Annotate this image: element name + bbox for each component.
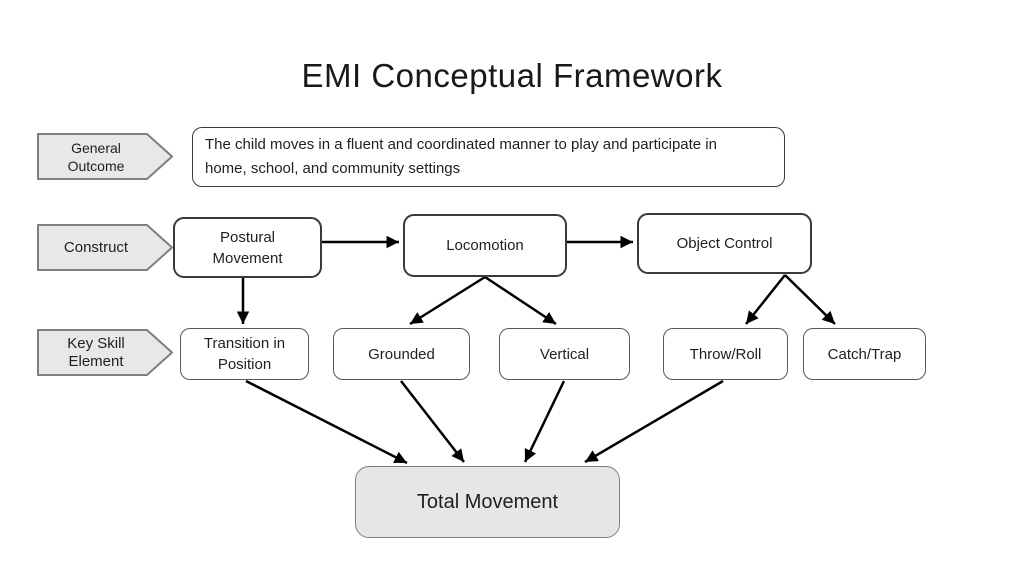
- row-label-line: Element: [68, 352, 124, 370]
- page-title: EMI Conceptual Framework: [301, 57, 723, 94]
- row-label-general-outcome: General Outcome: [37, 133, 173, 180]
- arrow-locomotion-to-grounded: [409, 275, 486, 326]
- general-outcome-box: The child moves in a fluent and coordina…: [192, 127, 785, 187]
- construct-box-postural-movement: Postural Movement: [173, 217, 322, 278]
- chevron-arrow-shape: [37, 224, 173, 271]
- construct-box-object-control: Object Control: [637, 213, 812, 274]
- row-label-text: General Outcome: [37, 133, 155, 180]
- skill-box-catch-trap: Catch/Trap: [803, 328, 926, 380]
- chevron-arrow-shape: [37, 329, 173, 376]
- skill-label: Catch/Trap: [827, 345, 902, 363]
- total-movement-label: Total Movement: [416, 490, 559, 513]
- row-label-key-skill-element: Key Skill Element: [37, 329, 173, 376]
- row-label-line: Outcome: [67, 157, 125, 174]
- arrow-objectcontrol-to-throwroll: [745, 274, 786, 325]
- construct-label: Postural Movement: [212, 228, 283, 267]
- skill-label: Vertical: [539, 345, 590, 363]
- skill-box-vertical: Vertical: [499, 328, 630, 380]
- skill-label: Transition in Position: [203, 335, 286, 373]
- row-label-text: Construct: [37, 224, 155, 271]
- row-label-line: Key Skill: [67, 334, 125, 352]
- skill-label: Throw/Roll: [689, 345, 762, 363]
- row-label-line: Construct: [63, 238, 129, 256]
- arrow-locomotion-to-vertical: [484, 275, 557, 326]
- skill-label: Grounded: [368, 345, 435, 363]
- row-label-construct: Construct: [37, 224, 173, 271]
- row-label-line: General: [71, 139, 121, 156]
- arrow-throwroll-to-total: [584, 379, 724, 464]
- row-label-text: Key Skill Element: [37, 329, 155, 376]
- construct-label: Locomotion: [446, 237, 524, 254]
- skill-box-throw-roll: Throw/Roll: [663, 328, 788, 380]
- chevron-arrow-shape: [37, 133, 173, 180]
- arrow-vertical-to-total: [523, 380, 566, 463]
- skill-box-grounded: Grounded: [333, 328, 470, 380]
- skill-box-transition-in-position: Transition in Position: [180, 328, 309, 380]
- construct-label: Object Control: [676, 235, 773, 252]
- arrow-grounded-to-total: [400, 380, 465, 463]
- construct-box-locomotion: Locomotion: [403, 214, 567, 277]
- general-outcome-text: The child moves in a fluent and coordina…: [205, 136, 717, 177]
- arrow-objectcontrol-to-catchtrap: [784, 274, 836, 325]
- arrow-transition-to-total: [245, 379, 408, 465]
- total-movement-box: Total Movement: [355, 466, 620, 538]
